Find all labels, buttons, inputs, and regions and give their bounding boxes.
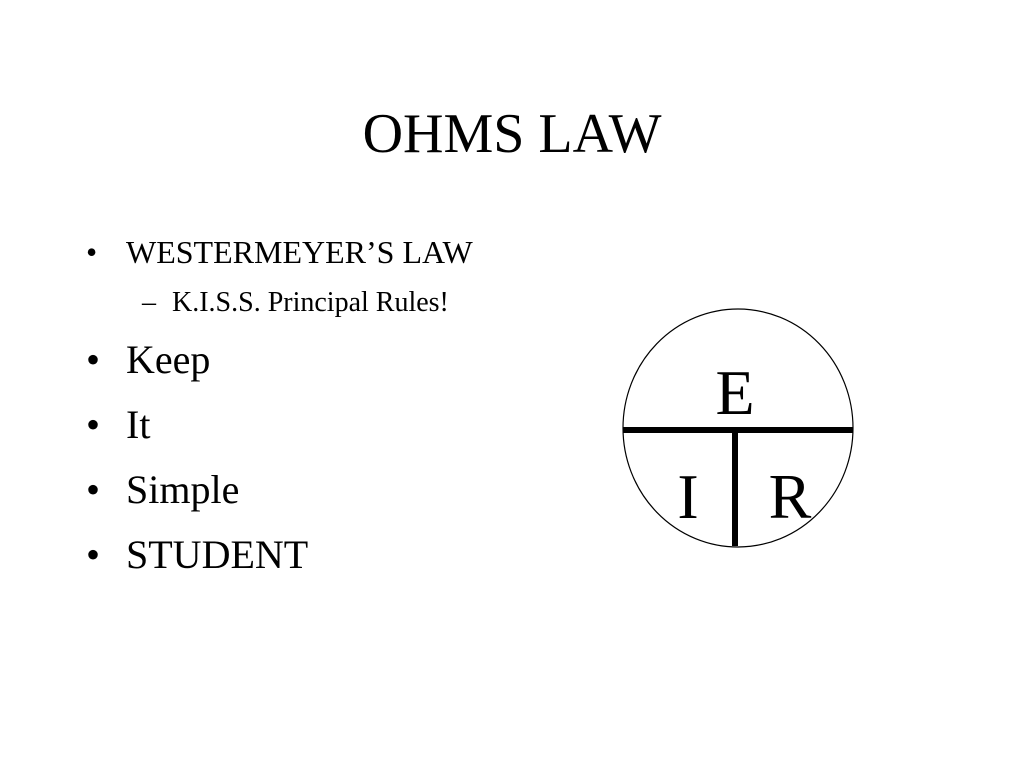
dash-icon: –: [142, 287, 156, 318]
bullet-item-it: • It: [84, 401, 504, 449]
bullet-text: Simple: [126, 467, 240, 512]
bullet-dot-icon: •: [86, 234, 98, 270]
label-r: R: [769, 461, 812, 532]
bullet-item-student: • STUDENT: [84, 531, 504, 579]
bullet-text: It: [126, 402, 151, 447]
bullet-dot-icon: •: [86, 532, 101, 577]
sub-bullet-item-kiss: – K.I.S.S. Principal Rules!: [84, 284, 472, 322]
bullet-dot-icon: •: [86, 402, 101, 447]
bullet-item-westermeyers-law: • WESTERMEYER’S LAW: [84, 232, 504, 272]
bullet-dot-icon: •: [86, 467, 101, 512]
bullet-text: WESTERMEYER’S LAW: [126, 234, 473, 270]
bullet-text: STUDENT: [126, 532, 309, 577]
label-i: I: [677, 461, 698, 532]
slide-title: OHMS LAW: [362, 103, 662, 165]
bullet-item-keep: • Keep: [84, 336, 504, 384]
bullet-list: • WESTERMEYER’S LAW – K.I.S.S. Principal…: [84, 232, 504, 596]
bullet-item-simple: • Simple: [84, 466, 504, 514]
label-e: E: [715, 357, 754, 428]
bullet-dot-icon: •: [86, 337, 101, 382]
bullet-text: Keep: [126, 337, 211, 382]
ohms-law-circle-diagram: E I R: [620, 306, 856, 550]
sub-bullet-text: K.I.S.S. Principal Rules!: [172, 287, 449, 318]
ohms-law-svg: E I R: [622, 308, 854, 548]
